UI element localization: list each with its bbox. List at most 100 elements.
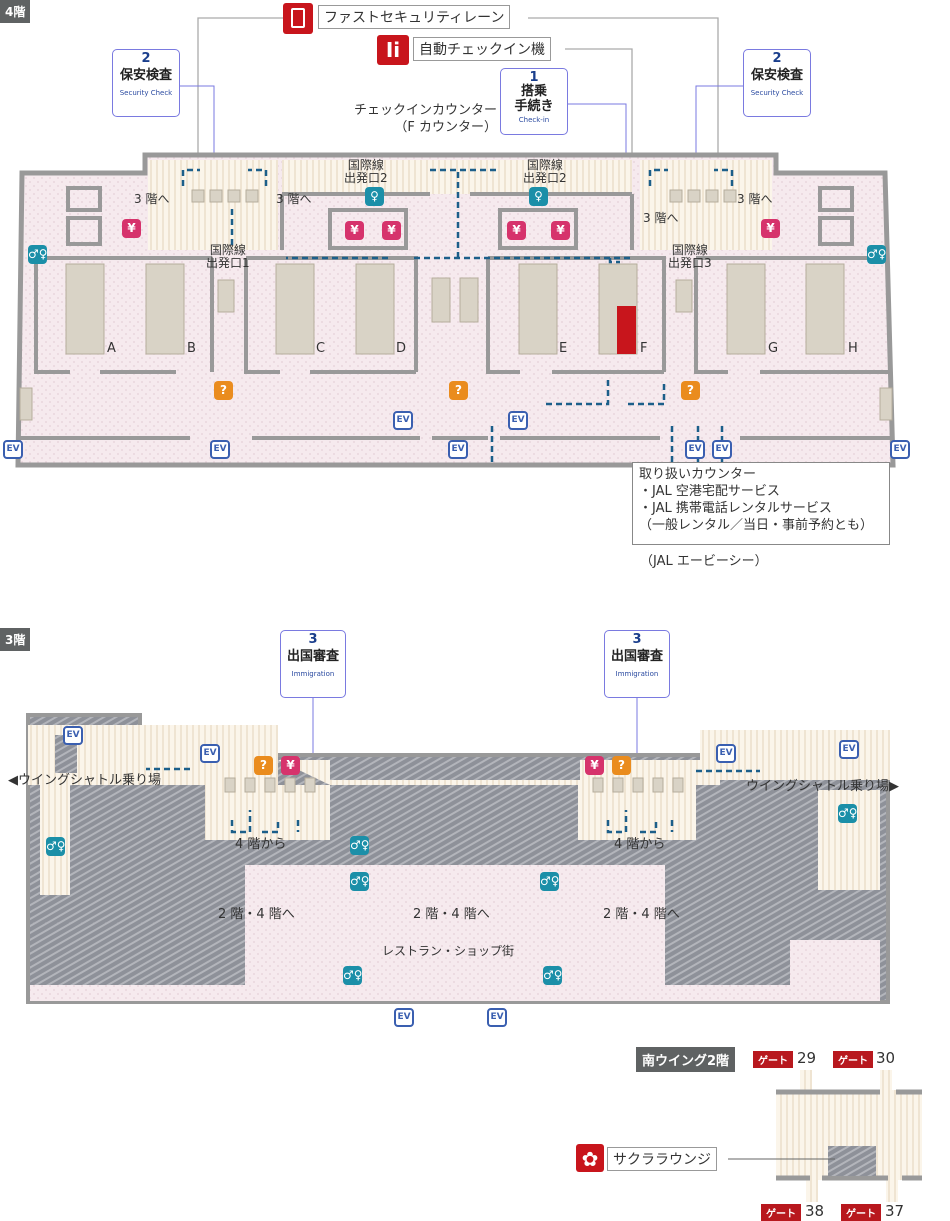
callout-item: ・JAL 空港宅配サービス bbox=[639, 483, 780, 499]
counter-b: B bbox=[187, 341, 196, 356]
to-3f-label: 3 階へ bbox=[643, 211, 679, 225]
elevator-icon: EV bbox=[508, 411, 528, 430]
intl-departure-gate-1: 国際線出発口1 bbox=[206, 243, 250, 271]
step-title: 出国審査 bbox=[610, 649, 663, 665]
auto-checkin-label: 自動チェックイン機 bbox=[413, 37, 551, 61]
step-title-line2: 手続き bbox=[514, 98, 554, 114]
fast-security-lane-label: ファストセキュリティレーン bbox=[318, 5, 511, 29]
f-counter-label: （F カウンター） bbox=[394, 120, 497, 135]
counter-f: F bbox=[640, 341, 648, 356]
jal-counter-callout: 取り扱いカウンター ・JAL 空港宅配サービス ・JAL 携帯電話レンタルサービ… bbox=[632, 462, 890, 545]
elevator-icon: EV bbox=[685, 440, 705, 459]
step-number: 3 bbox=[308, 632, 318, 647]
counter-a: A bbox=[107, 341, 116, 356]
step-title: 保安検査 bbox=[750, 68, 803, 84]
counter-h: H bbox=[848, 341, 858, 356]
intl-departure-gate-2-west: 国際線出発口2 bbox=[344, 158, 388, 186]
from-4f-label: 4 階から bbox=[614, 837, 666, 852]
information-icon: ? bbox=[449, 381, 468, 400]
sakura-lounge-label: サクララウンジ bbox=[607, 1147, 717, 1171]
information-icon: ? bbox=[254, 756, 273, 775]
auto-checkin-kiosk-icon: Ⅰi bbox=[377, 35, 409, 65]
counter-e: E bbox=[559, 341, 568, 356]
elevator-icon: EV bbox=[393, 411, 413, 430]
currency-exchange-icon: ¥ bbox=[382, 221, 401, 240]
callout-item: ・JAL 携帯電話レンタルサービス bbox=[639, 500, 832, 516]
restroom-icon: ♂♀ bbox=[838, 804, 858, 823]
to-3f-label: 3 階へ bbox=[134, 192, 170, 206]
currency-exchange-icon: ¥ bbox=[507, 221, 526, 240]
step-number: 1 bbox=[529, 70, 539, 85]
restroom-icon: ♀ bbox=[529, 187, 548, 206]
immigration-box-left: 3 出国審査 Immigration bbox=[280, 630, 346, 698]
currency-exchange-icon: ¥ bbox=[585, 756, 604, 775]
callout-item: （一般レンタル／当日・事前予約とも） bbox=[639, 517, 874, 533]
restroom-icon: ♀ bbox=[365, 187, 384, 206]
to-2f-4f-label: 2 階・4 階へ bbox=[218, 907, 295, 922]
elevator-icon: EV bbox=[712, 440, 732, 459]
elevator-icon: EV bbox=[210, 440, 230, 459]
step-english: Immigration bbox=[291, 669, 335, 678]
security-check-box-right: 2 保安検査 Security Check bbox=[743, 49, 811, 117]
restroom-icon: ♂♀ bbox=[350, 836, 370, 855]
elevator-icon: EV bbox=[394, 1008, 414, 1027]
floor3-tag: 3階 bbox=[0, 628, 31, 651]
elevator-icon: EV bbox=[448, 440, 468, 459]
step-number: 2 bbox=[772, 51, 782, 66]
elevator-icon: EV bbox=[890, 440, 910, 459]
south-wing-tag: 南ウイング2階 bbox=[636, 1047, 736, 1072]
currency-exchange-icon: ¥ bbox=[761, 219, 780, 238]
jal-abc-label: （JAL エービーシー） bbox=[640, 554, 768, 569]
gate-badge: ゲート bbox=[761, 1204, 801, 1221]
currency-exchange-icon: ¥ bbox=[345, 221, 364, 240]
step-title-line1: 搭乗 bbox=[520, 84, 547, 100]
south-wing-map bbox=[728, 1070, 922, 1202]
elevator-icon: EV bbox=[63, 726, 83, 745]
step-english: Check-in bbox=[518, 115, 550, 124]
gate-number-38: 38 bbox=[805, 1202, 825, 1220]
gate-badge: ゲート bbox=[753, 1051, 793, 1068]
step-english: Security Check bbox=[119, 88, 173, 97]
restroom-icon: ♂♀ bbox=[28, 245, 48, 264]
restroom-icon: ♂♀ bbox=[540, 872, 560, 891]
counter-d: D bbox=[396, 341, 407, 356]
callout-title: 取り扱いカウンター bbox=[639, 467, 757, 482]
step-english: Immigration bbox=[615, 669, 659, 678]
floor4-map bbox=[15, 152, 896, 468]
wing-shuttle-left: ◀ウイングシャトル乗り場 bbox=[8, 773, 162, 788]
floor3-map bbox=[26, 713, 890, 1004]
elevator-icon: EV bbox=[3, 440, 23, 459]
intl-departure-gate-2-east: 国際線出発口2 bbox=[523, 158, 567, 186]
wing-shuttle-right: ウイングシャトル乗り場▶ bbox=[746, 779, 900, 794]
to-2f-4f-label: 2 階・4 階へ bbox=[603, 907, 680, 922]
sakura-lounge-icon: ✿ bbox=[576, 1144, 604, 1172]
information-icon: ? bbox=[214, 381, 233, 400]
step-title: 保安検査 bbox=[119, 68, 172, 84]
floor4-tag: 4階 bbox=[0, 0, 31, 23]
currency-exchange-icon: ¥ bbox=[281, 756, 300, 775]
gate-number-29: 29 bbox=[797, 1049, 817, 1067]
restroom-icon: ♂♀ bbox=[350, 872, 370, 891]
restroom-icon: ♂♀ bbox=[543, 966, 563, 985]
restaurant-shop-area-label: レストラン・ショップ街 bbox=[382, 944, 515, 958]
gate-number-30: 30 bbox=[876, 1049, 896, 1067]
step-number: 2 bbox=[141, 51, 151, 66]
gate-badge: ゲート bbox=[833, 1051, 873, 1068]
currency-exchange-icon: ¥ bbox=[122, 219, 141, 238]
intl-departure-gate-3: 国際線出発口3 bbox=[668, 243, 712, 271]
elevator-icon: EV bbox=[200, 744, 220, 763]
f-counter-highlight bbox=[617, 306, 636, 354]
currency-exchange-icon: ¥ bbox=[551, 221, 570, 240]
to-3f-label: 3 階へ bbox=[276, 192, 312, 206]
restroom-icon: ♂♀ bbox=[46, 837, 66, 856]
gate-badge: ゲート bbox=[841, 1204, 881, 1221]
information-icon: ? bbox=[612, 756, 631, 775]
elevator-icon: EV bbox=[839, 740, 859, 759]
immigration-box-right: 3 出国審査 Immigration bbox=[604, 630, 670, 698]
to-2f-4f-label: 2 階・4 階へ bbox=[413, 907, 490, 922]
restroom-icon: ♂♀ bbox=[343, 966, 363, 985]
elevator-icon: EV bbox=[716, 744, 736, 763]
step-english: Security Check bbox=[750, 88, 804, 97]
counter-c: C bbox=[316, 341, 326, 356]
